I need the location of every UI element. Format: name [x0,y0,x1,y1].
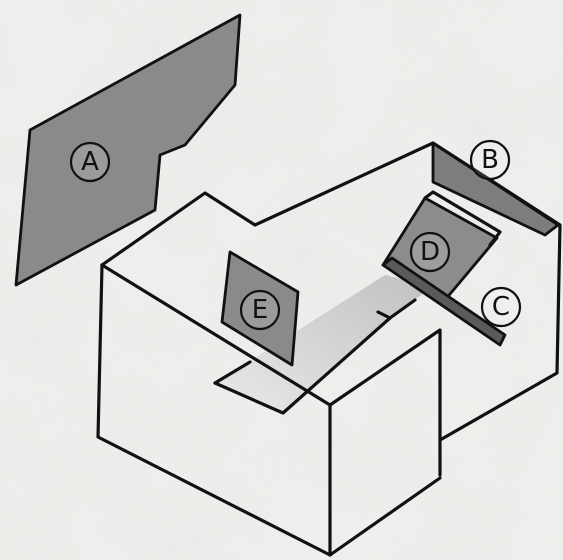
label-b-text: B [481,145,499,175]
label-d-text: D [420,237,440,267]
label-c: C [482,288,520,326]
label-e-text: E [252,295,268,325]
label-a-text: A [81,147,99,177]
label-d: D [411,233,449,271]
label-a: A [71,143,109,181]
label-b: B [471,141,509,179]
label-e: E [241,291,279,329]
label-c-text: C [492,292,510,322]
